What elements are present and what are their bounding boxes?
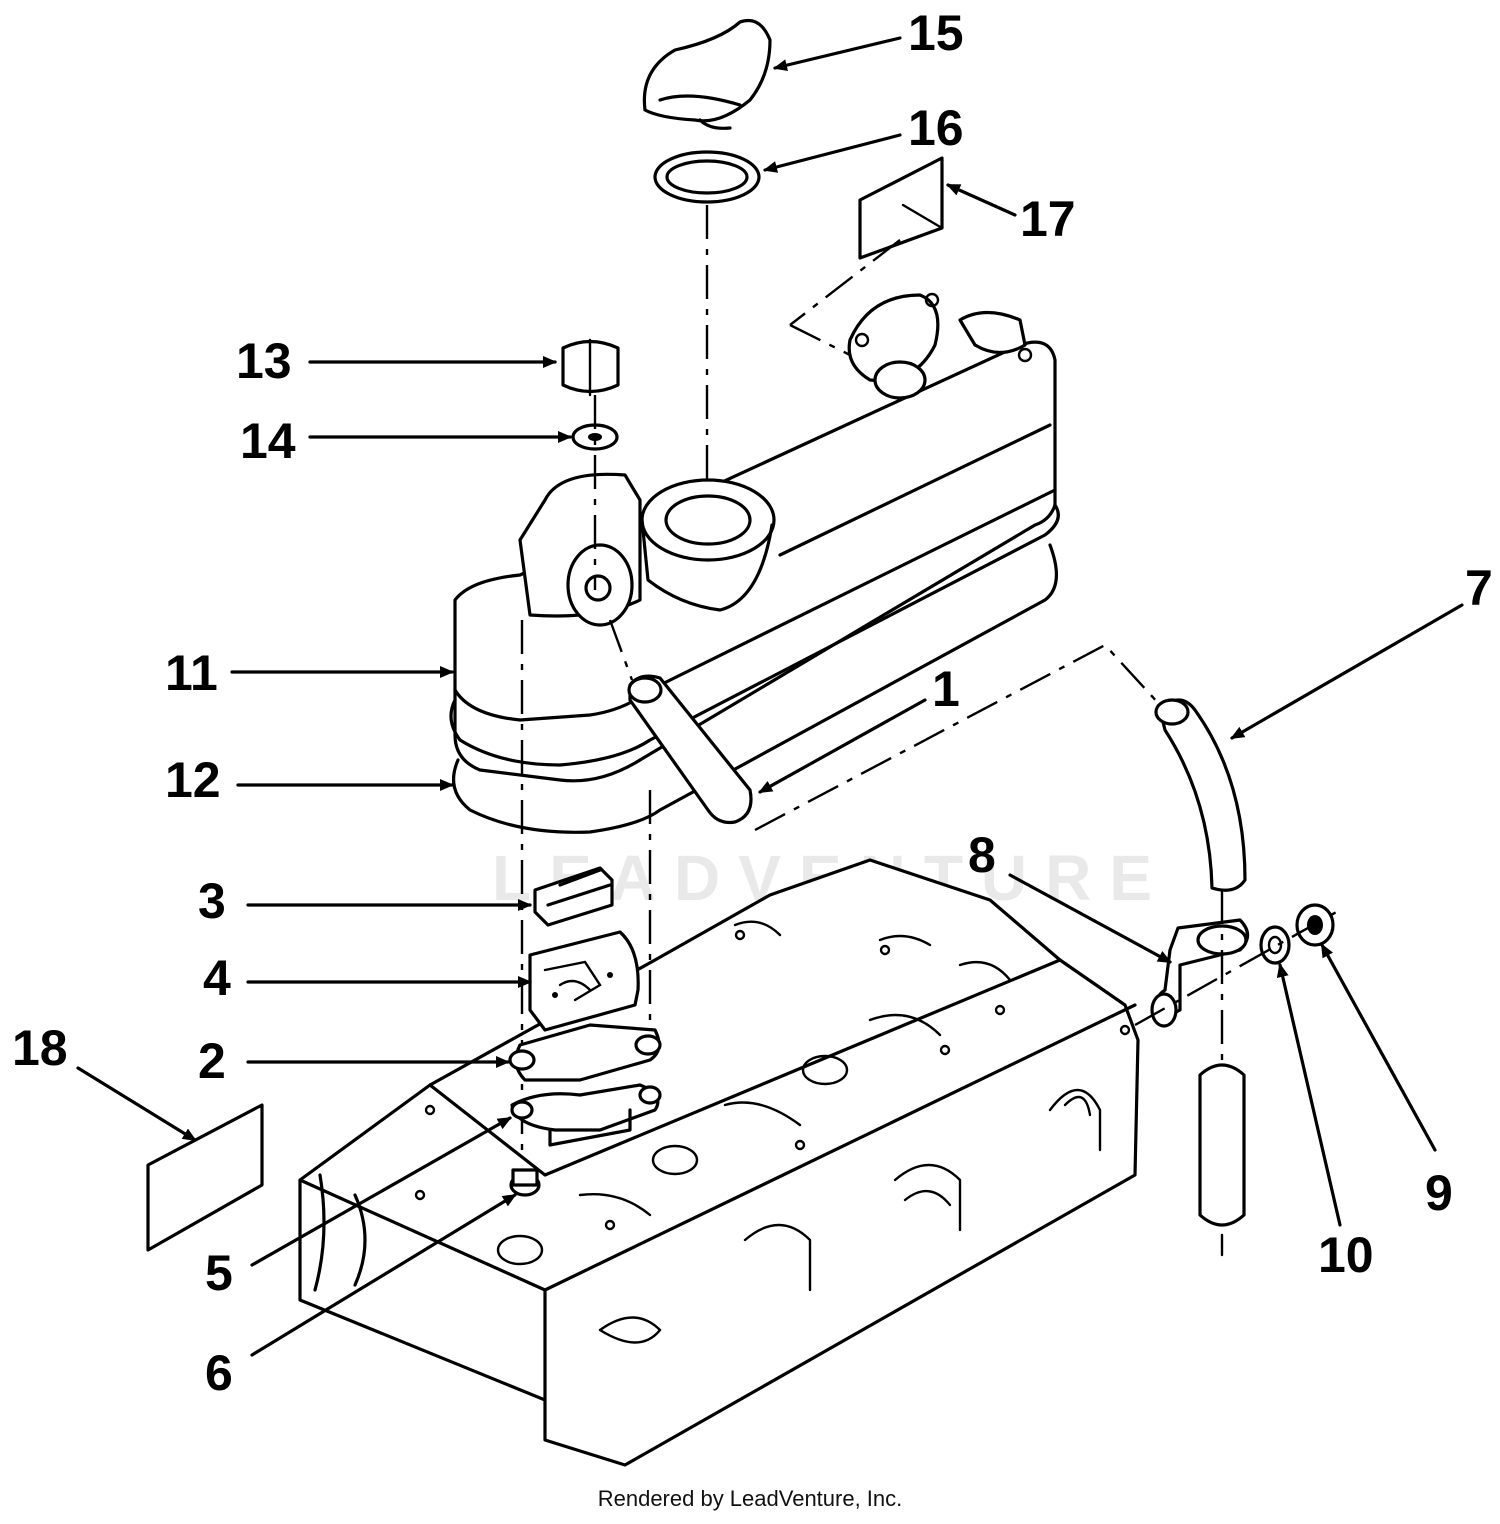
callout-13: 13 [236,333,292,389]
callout-1: 1 [932,661,960,717]
callout-18: 18 [12,1020,68,1076]
breather-hose-1 [608,619,753,825]
callout-10: 10 [1318,1227,1374,1283]
washer-10 [1259,925,1291,965]
cover-plate-3 [533,866,614,927]
o-ring-16 [653,150,761,204]
reed-valve-4 [528,930,640,1032]
decal-17 [789,156,944,357]
oil-fill-cap [642,18,772,130]
callout-4: 4 [203,950,231,1006]
callout-7: 7 [1465,560,1493,616]
breather-hose-7 [754,643,1247,892]
gasket-5 [510,1083,662,1147]
callout-12: 12 [165,752,221,808]
lower-hose [1198,1063,1246,1257]
callout-3: 3 [198,873,226,929]
callout-11: 11 [165,645,218,701]
callout-2: 2 [198,1033,226,1089]
bracket-8 [1150,918,1250,1028]
screw-6 [509,1168,541,1197]
callout-16: 16 [908,100,964,156]
nut-13 [561,338,620,397]
callout-8: 8 [968,827,996,883]
decal-18 [146,1103,264,1252]
callout-labels: 15 16 17 13 14 11 12 1 7 8 3 4 2 18 5 6 … [12,5,1493,1401]
leader-lines [76,36,1464,1357]
callout-5: 5 [205,1245,233,1301]
valve-cover [449,292,1060,834]
callout-17: 17 [1020,191,1076,247]
callout-14: 14 [240,413,296,469]
callout-9: 9 [1425,1165,1453,1221]
cylinder-head [298,858,1140,1467]
credit-line: Rendered by LeadVenture, Inc. [597,1486,903,1511]
callout-15: 15 [908,5,964,61]
gasket-breather [508,1023,662,1082]
callout-6: 6 [205,1345,233,1401]
